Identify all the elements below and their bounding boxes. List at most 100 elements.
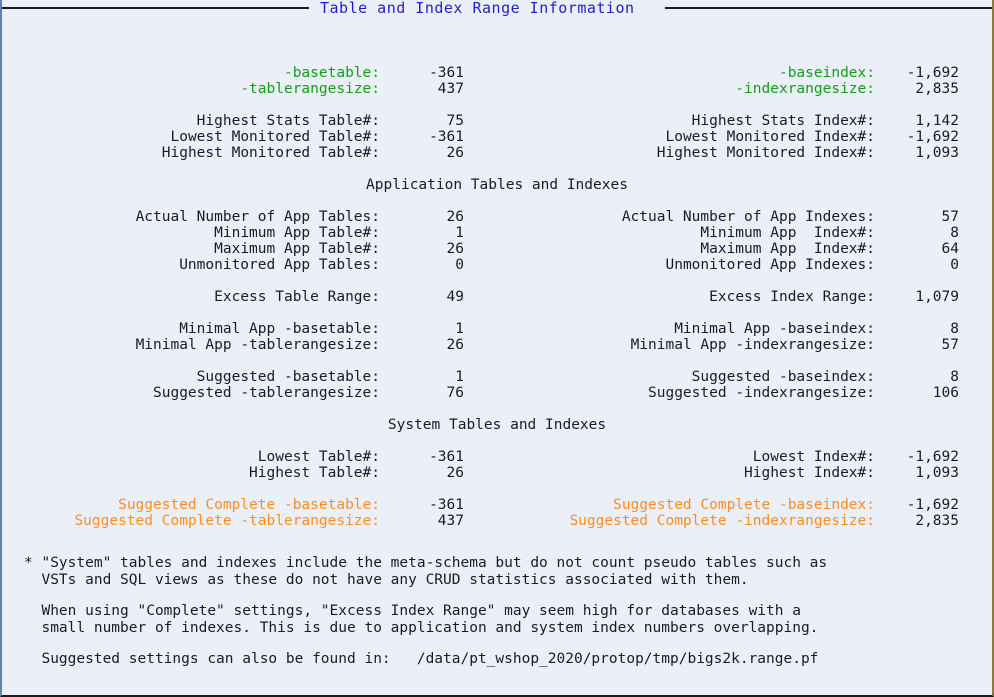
row-value-right: 8 xyxy=(950,225,959,241)
row-label-left: Highest Stats Table#: xyxy=(196,113,380,129)
row-value-right: 8 xyxy=(950,321,959,337)
row-value-left: 1 xyxy=(455,225,464,241)
row-value-left: 437 xyxy=(437,513,464,529)
row-left-half: Highest Table#:26 xyxy=(2,465,497,481)
row-right-half: Suggested Complete -indexrangesize: 2,835 xyxy=(497,513,992,529)
footnote-line: * "System" tables and indexes include th… xyxy=(24,555,828,571)
row-left-half: Minimal App -tablerangesize: 26 xyxy=(2,337,497,353)
row-value-right: 1,093 xyxy=(915,465,959,481)
spacer xyxy=(2,17,992,41)
row-label-left: Lowest Monitored Table#: xyxy=(170,129,380,145)
spacer xyxy=(2,401,992,417)
row-left-half: Suggested Complete -basetable: -361 xyxy=(2,497,497,513)
spacer xyxy=(2,161,992,177)
row-label-right: Suggested Complete -baseindex: xyxy=(613,497,875,513)
spacer xyxy=(2,433,992,449)
application-section-heading: Application Tables and Indexes xyxy=(366,177,628,193)
row-left-half: Minimal App -basetable:1 xyxy=(2,321,497,337)
row-value-right: -1,692 xyxy=(906,65,959,81)
data-row: -basetable:-361-baseindex:-1,692 xyxy=(2,65,992,81)
row-value-left: 26 xyxy=(446,337,464,353)
row-value-left: 75 xyxy=(446,113,464,129)
footnote-line: small number of indexes. This is due to … xyxy=(24,620,819,636)
spacer xyxy=(2,41,992,65)
row-left-half: Highest Monitored Table#:26 xyxy=(2,145,497,161)
row-left-half: -basetable:-361 xyxy=(2,65,497,81)
row-label-left: Lowest Table#: xyxy=(257,449,380,465)
footnote-paragraph: Suggested settings can also be found in:… xyxy=(24,651,992,668)
row-label-left: Suggested -basetable: xyxy=(196,369,380,385)
row-right-half: Suggested -baseindex:8 xyxy=(497,369,992,385)
row-left-half: Maximum App Table#:26 xyxy=(2,241,497,257)
data-row: Minimal App -basetable:1 Minimal App -bas… xyxy=(2,321,992,337)
row-label-left: Unmonitored App Tables: xyxy=(179,257,380,273)
spacer xyxy=(2,193,992,209)
row-value-right: 57 xyxy=(941,209,959,225)
row-label-left: Highest Table#: xyxy=(249,465,380,481)
panel-border-top-left xyxy=(2,7,309,9)
data-row: Highest Table#:26 Highest Index#: 1,093 xyxy=(2,465,992,481)
data-row: Highest Stats Table#: 75 Highest Stats Ind… xyxy=(2,113,992,129)
row-label-right: Minimal App -baseindex: xyxy=(674,321,875,337)
row-right-half: Minimum App Index#: 8 xyxy=(497,225,992,241)
panel-content: -basetable:-361-baseindex:-1,692-tablera… xyxy=(2,17,992,695)
row-label-right: Lowest Index#: xyxy=(752,449,875,465)
row-value-right: 106 xyxy=(932,385,959,401)
stats-rows: Highest Stats Table#: 75 Highest Stats Ind… xyxy=(2,113,992,161)
data-row: Lowest Table#: -361 Lowest Index#: -1,692 xyxy=(2,449,992,465)
row-label-left: Suggested Complete -tablerangesize: xyxy=(74,513,380,529)
data-row: -tablerangesize:437-indexrangesize:2,835 xyxy=(2,81,992,97)
row-value-left: -361 xyxy=(429,449,464,465)
row-label-right: Excess Index Range: xyxy=(709,289,875,305)
row-label-right: Lowest Monitored Index#: xyxy=(665,129,875,145)
row-label-left: Excess Table Range: xyxy=(214,289,380,305)
row-left-half: Excess Table Range: 49 xyxy=(2,289,497,305)
row-value-left: -361 xyxy=(429,65,464,81)
footnote-line: VSTs and SQL views as these do not have … xyxy=(24,572,749,588)
row-label-left: Minimal App -tablerangesize: xyxy=(135,337,380,353)
row-value-right: -1,692 xyxy=(906,449,959,465)
data-row: Suggested Complete -tablerangesize: 437 Su… xyxy=(2,513,992,529)
row-left-half: Minimum App Table#:1 xyxy=(2,225,497,241)
row-right-half: Suggested -indexrangesize:106 xyxy=(497,385,992,401)
row-left-half: Suggested -tablerangesize:76 xyxy=(2,385,497,401)
row-value-left: 49 xyxy=(446,289,464,305)
spacer xyxy=(2,529,992,551)
row-label-left: -tablerangesize: xyxy=(240,81,380,97)
row-label-left: Suggested Complete -basetable: xyxy=(118,497,380,513)
row-label-right: Suggested Complete -indexrangesize: xyxy=(569,513,875,529)
row-label-right: Highest Stats Index#: xyxy=(691,113,875,129)
footnote-line: When using "Complete" settings, "Excess … xyxy=(24,603,801,619)
row-value-right: 2,835 xyxy=(915,81,959,97)
row-label-right: Minimal App -indexrangesize: xyxy=(630,337,875,353)
row-right-half: Highest Index#: 1,093 xyxy=(497,465,992,481)
row-label-left: Actual Number of App Tables: xyxy=(135,209,380,225)
row-value-right: 57 xyxy=(941,337,959,353)
row-label-right: Highest Index#: xyxy=(744,465,875,481)
row-value-left: 76 xyxy=(446,385,464,401)
spacer xyxy=(2,273,992,289)
row-left-half: Actual Number of App Tables:26 xyxy=(2,209,497,225)
row-value-left: 26 xyxy=(446,145,464,161)
row-value-right: -1,692 xyxy=(906,129,959,145)
footnote-line: Suggested settings can also be found in:… xyxy=(24,651,819,667)
row-value-right: 0 xyxy=(950,257,959,273)
row-value-right: 1,079 xyxy=(915,289,959,305)
row-value-right: 2,835 xyxy=(915,513,959,529)
row-label-left: Maximum App Table#: xyxy=(214,241,380,257)
row-left-half: Unmonitored App Tables:0 xyxy=(2,257,497,273)
row-value-right: 8 xyxy=(950,369,959,385)
spacer xyxy=(2,481,992,497)
row-value-left: -361 xyxy=(429,497,464,513)
row-right-half: -baseindex:-1,692 xyxy=(497,65,992,81)
spacer xyxy=(2,97,992,113)
row-label-right: Minimum App Index#: xyxy=(700,225,875,241)
spacer xyxy=(2,353,992,369)
summary-rows: -basetable:-361-baseindex:-1,692-tablera… xyxy=(2,65,992,97)
